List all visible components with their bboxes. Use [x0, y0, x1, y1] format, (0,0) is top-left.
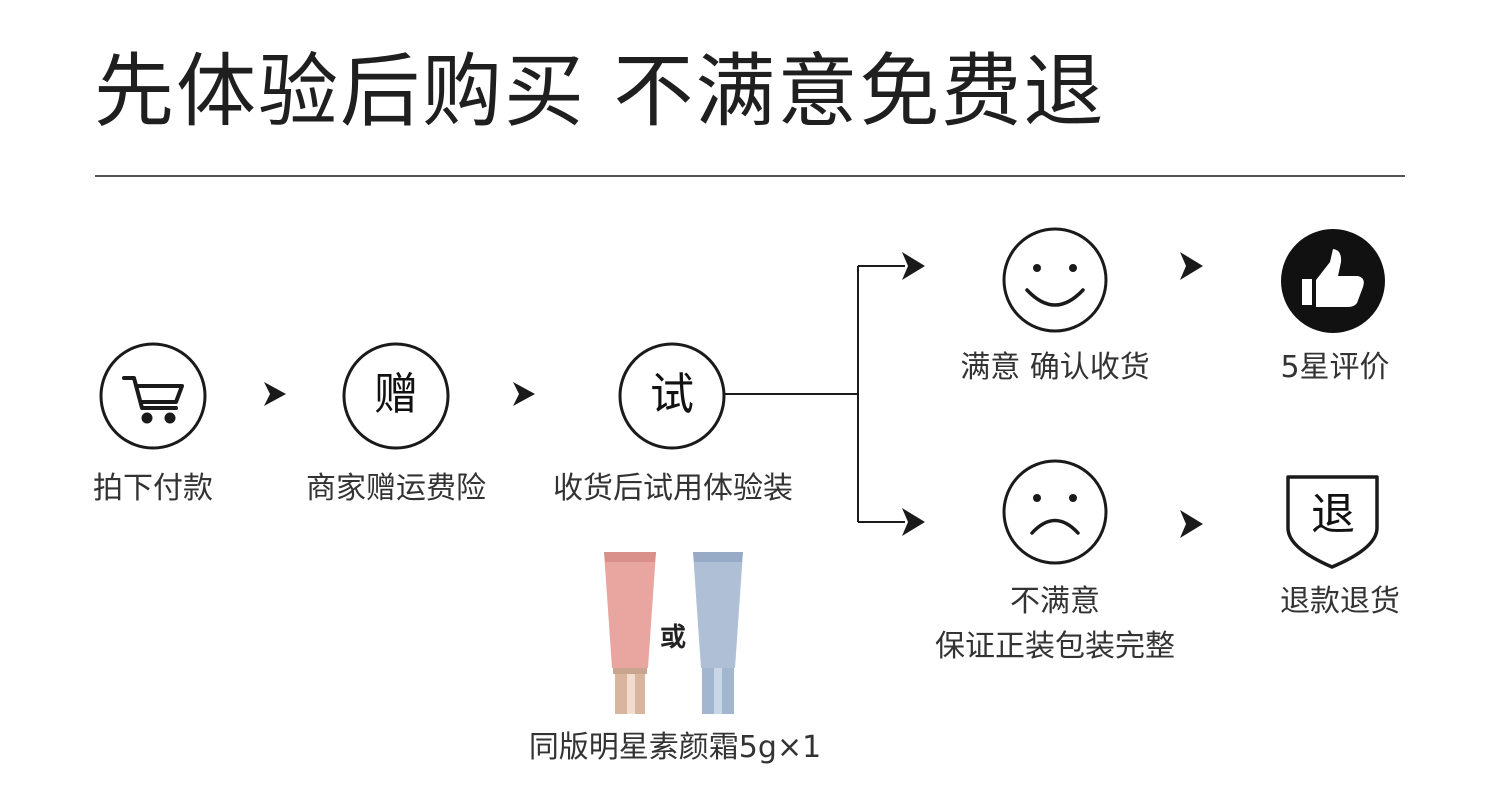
thumbs-up-icon: [1281, 229, 1385, 333]
chevron-right-icon: [513, 382, 535, 406]
gift-circle: [342, 342, 450, 450]
step-pay-label: 拍下付款: [93, 471, 213, 506]
shield-icon: [1286, 475, 1379, 569]
page-title: 先体验后购买 不满意免费退: [94, 45, 1106, 138]
chevron-right-icon: [1180, 510, 1203, 538]
step-pay: [99, 342, 207, 450]
chevron-right-icon: [264, 382, 286, 406]
or-text: 或: [660, 623, 687, 653]
pink-cream-tube-image: [604, 552, 656, 714]
step-unsatisfied-label-line1: 不满意: [1010, 584, 1100, 619]
branch-connector: [724, 265, 905, 523]
gift-char: 赠: [374, 369, 418, 420]
chevron-right-icon: [902, 252, 925, 280]
step-trial-label: 收货后试用体验装: [553, 471, 793, 506]
step-satisfied-label: 满意 确认收货: [960, 350, 1150, 385]
step-gift-label: 商家赠运费险: [306, 471, 486, 506]
trial-circle: [618, 342, 726, 450]
title-divider: [95, 175, 1405, 177]
chevron-right-icon: [1180, 252, 1203, 280]
smiley-face-icon: [1002, 227, 1108, 333]
chevron-right-icon: [902, 508, 925, 536]
step-refund-label: 退款退货: [1280, 584, 1400, 619]
trial-char: 试: [650, 369, 694, 420]
sample-caption: 同版明星素颜霜5g×1: [528, 730, 822, 765]
refund-char: 退: [1311, 489, 1355, 540]
shopping-cart-icon: [122, 376, 184, 424]
step-unsatisfied-label-line2: 保证正装包装完整: [935, 629, 1175, 664]
step-rating-label: 5星评价: [1280, 350, 1390, 385]
sad-face-icon: [1002, 459, 1108, 565]
blue-cream-tube-image: [693, 552, 743, 714]
